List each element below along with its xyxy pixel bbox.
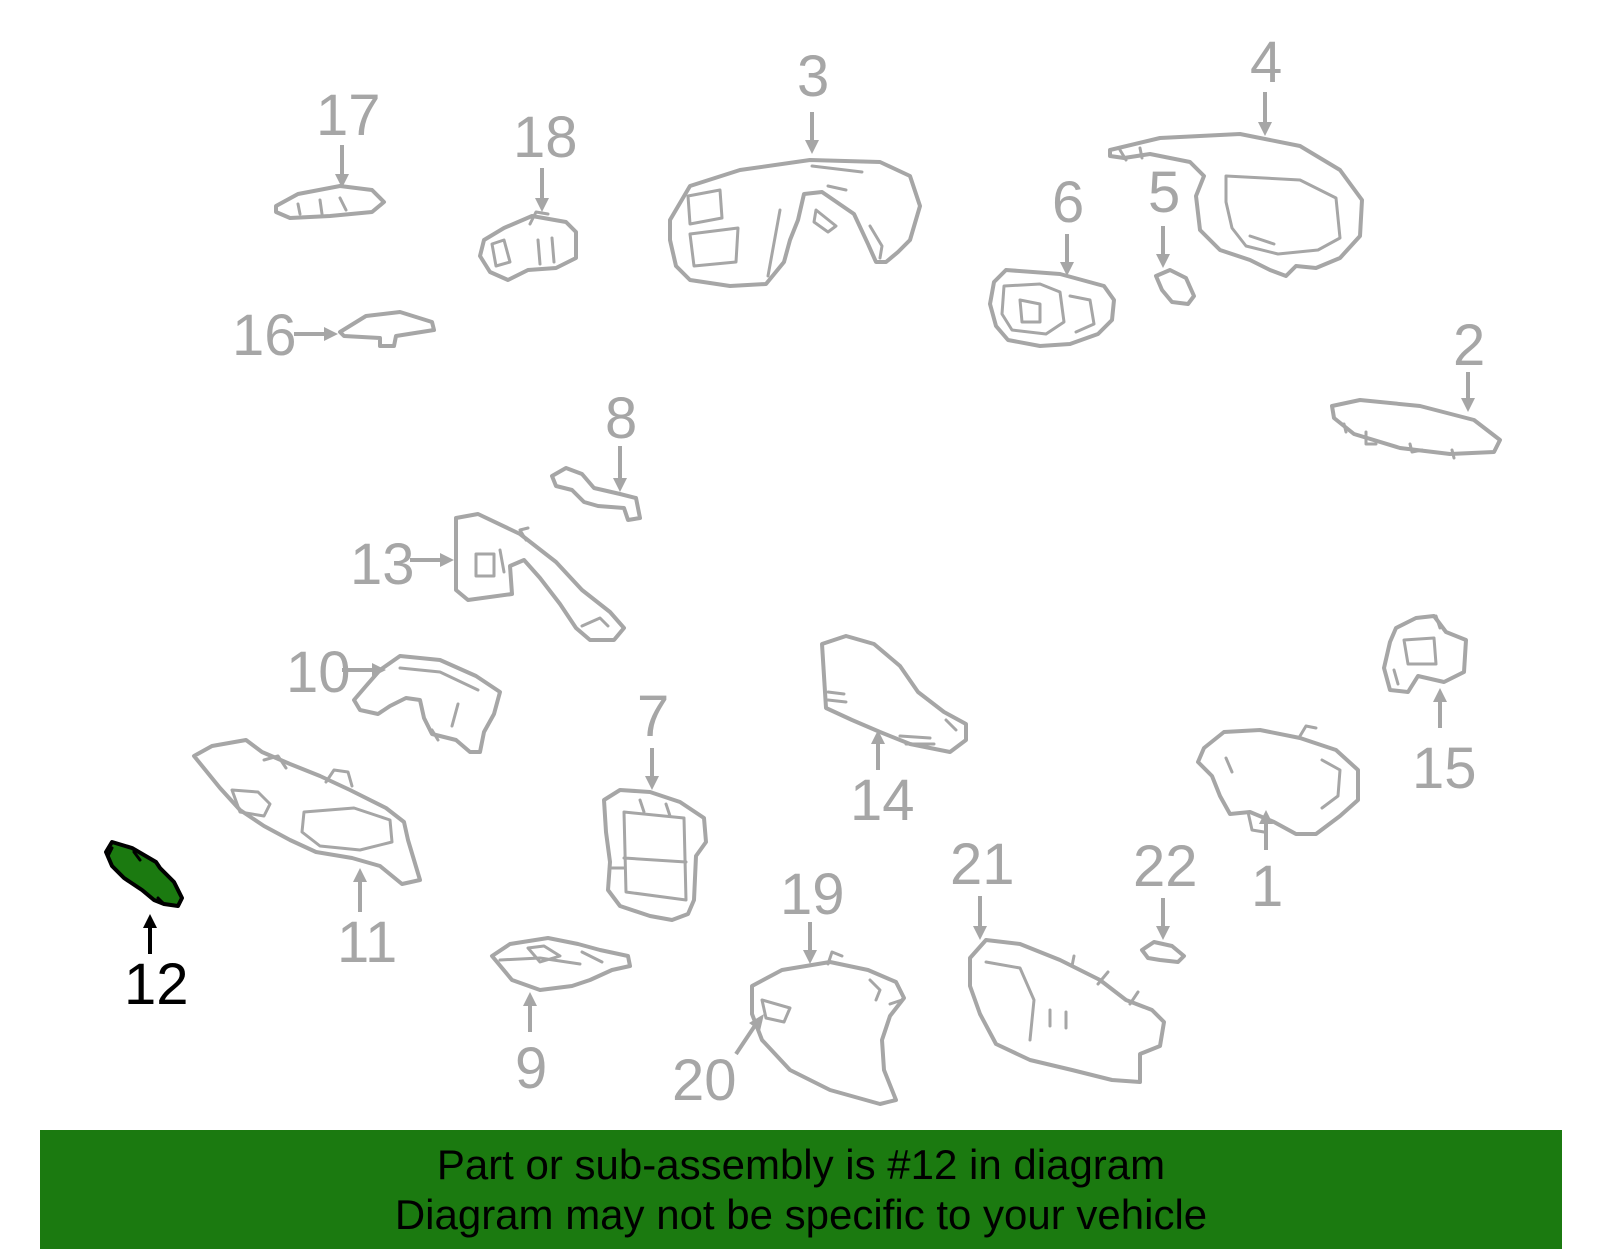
arrow-16 — [294, 327, 338, 341]
part-17[interactable] — [274, 184, 386, 220]
label-7: 7 — [637, 684, 669, 749]
arrow-8 — [613, 446, 627, 492]
label-15: 15 — [1412, 736, 1477, 801]
label-18: 18 — [513, 105, 578, 170]
arrow-5 — [1156, 226, 1170, 268]
arrow-21 — [973, 896, 987, 940]
label-10: 10 — [286, 640, 351, 705]
banner-line-disclaimer: Diagram may not be specific to your vehi… — [394, 1190, 1208, 1238]
label-17: 17 — [316, 83, 381, 148]
label-13: 13 — [350, 532, 415, 597]
arrow-12 — [143, 914, 157, 954]
part-12[interactable] — [104, 840, 184, 908]
part-5[interactable] — [1154, 268, 1196, 306]
part-1[interactable] — [1196, 724, 1360, 836]
arrow-4 — [1258, 92, 1272, 136]
label-3: 3 — [797, 44, 829, 109]
part-8[interactable] — [550, 466, 642, 522]
arrow-17 — [335, 145, 349, 188]
label-11: 11 — [337, 910, 397, 975]
arrow-13 — [410, 553, 454, 567]
part-7[interactable] — [602, 788, 708, 922]
arrow-19 — [803, 922, 817, 964]
arrow-3 — [805, 112, 819, 154]
part-13[interactable] — [454, 512, 626, 642]
part-21[interactable] — [968, 938, 1166, 1084]
part-9[interactable] — [490, 936, 632, 992]
label-2: 2 — [1453, 313, 1485, 378]
arrow-20 — [734, 1014, 764, 1056]
info-banner: Part or sub-assembly is #12 in diagram D… — [40, 1130, 1562, 1249]
arrow-18 — [535, 168, 549, 212]
part-19[interactable] — [750, 950, 906, 1106]
label-19: 19 — [780, 862, 845, 927]
label-9: 9 — [515, 1036, 547, 1101]
arrow-2 — [1461, 372, 1475, 412]
banner-line-part-number: Part or sub-assembly is #12 in diagram — [436, 1140, 1166, 1188]
label-16: 16 — [232, 303, 297, 368]
part-14[interactable] — [820, 634, 968, 754]
arrow-14 — [871, 730, 885, 770]
part-22[interactable] — [1140, 940, 1186, 964]
arrow-11 — [353, 868, 367, 912]
label-6: 6 — [1052, 170, 1084, 235]
part-18[interactable] — [478, 210, 578, 282]
part-6[interactable] — [988, 268, 1116, 348]
part-15[interactable] — [1382, 614, 1468, 694]
arrow-10 — [342, 663, 386, 677]
label-21: 21 — [950, 832, 1015, 897]
part-11[interactable] — [192, 738, 422, 886]
part-10[interactable] — [352, 654, 502, 754]
label-4: 4 — [1250, 30, 1282, 95]
arrow-7 — [645, 748, 659, 790]
parts-diagram: 17 18 16 3 4 6 — [104, 30, 1502, 1113]
label-14: 14 — [850, 768, 915, 833]
label-1: 1 — [1251, 854, 1283, 919]
label-12: 12 — [124, 952, 189, 1017]
label-22: 22 — [1133, 834, 1198, 899]
part-2[interactable] — [1330, 398, 1502, 460]
label-5: 5 — [1148, 160, 1180, 225]
arrow-9 — [523, 992, 537, 1032]
arrow-1 — [1259, 810, 1273, 850]
arrow-15 — [1433, 688, 1447, 728]
part-16[interactable] — [338, 310, 436, 348]
arrow-6 — [1060, 234, 1074, 276]
label-8: 8 — [605, 386, 637, 451]
part-4[interactable] — [1108, 132, 1364, 278]
label-20: 20 — [672, 1048, 737, 1113]
arrow-22 — [1156, 898, 1170, 940]
part-3[interactable] — [668, 158, 922, 288]
